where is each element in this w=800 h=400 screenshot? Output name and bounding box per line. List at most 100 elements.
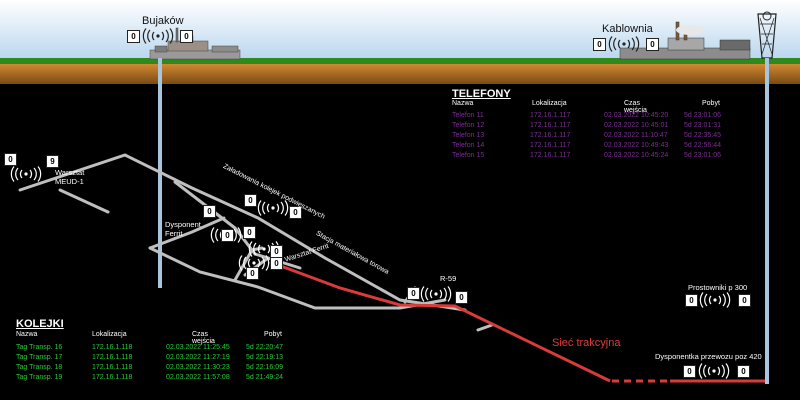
cell-pobyt: 5d 22:19:13 bbox=[246, 354, 283, 361]
wifi-zal-icon bbox=[255, 200, 291, 216]
cell-nazwa: Telefon 15 bbox=[452, 152, 485, 159]
counter-kablownia-left: 0 bbox=[593, 38, 606, 51]
counter-stacja-left: 0 bbox=[221, 229, 234, 242]
counter-disp420-left: 0 bbox=[683, 365, 696, 378]
cell-nazwa: Tag Transp. 18 bbox=[16, 364, 63, 371]
cell-czas: 02.03.2022 11:25:45 bbox=[166, 344, 230, 351]
cell-lokalizacja: 172.16.1.117 bbox=[530, 152, 571, 159]
counter-r59-right: 0 bbox=[455, 291, 468, 304]
kolejki-header-lokalizacja: Lokalizacja bbox=[92, 331, 127, 338]
cell-pobyt: 5d 23:01:06 bbox=[684, 152, 721, 159]
cell-czas: 02.03.2022 10:45:20 bbox=[604, 112, 669, 119]
table-row[interactable]: Telefon 14 172.16.1.117 02.03.2022 10:49… bbox=[452, 142, 752, 152]
cell-pobyt: 5d 22:16:09 bbox=[246, 364, 283, 371]
cell-nazwa: Telefon 12 bbox=[452, 122, 485, 129]
cell-pobyt: 5d 21:49:24 bbox=[246, 374, 283, 381]
cell-czas: 02.03.2022 11:10:47 bbox=[604, 132, 668, 139]
telefony-header-nazwa: Nazwa bbox=[452, 100, 474, 107]
cell-czas: 02.03.2022 10:45:01 bbox=[604, 122, 669, 129]
table-row[interactable]: Telefon 11 172.16.1.117 02.03.2022 10:45… bbox=[452, 112, 752, 122]
cell-pobyt: 5d 22:56:44 bbox=[684, 142, 721, 149]
label-dysponent: Dysponent Ferrit bbox=[165, 220, 201, 238]
table-row[interactable]: Tag Transp. 18 172.16.1.118 02.03.2022 1… bbox=[16, 364, 316, 374]
cell-lokalizacja: 172.16.1.118 bbox=[92, 354, 133, 361]
wifi-r59-icon bbox=[418, 286, 454, 302]
kolejki-header-nazwa: Nazwa bbox=[16, 331, 38, 338]
counter-meud-right: 9 bbox=[46, 155, 59, 168]
counter-kablownia-right: 0 bbox=[646, 38, 659, 51]
telefony-header-pobyt: Pobyt bbox=[702, 100, 720, 107]
wifi-kablownia-icon bbox=[606, 36, 642, 52]
site-kablownia-label: Kablownia bbox=[602, 23, 653, 35]
cell-nazwa: Tag Transp. 19 bbox=[16, 374, 63, 381]
wifi-bujakow-icon bbox=[140, 28, 176, 44]
cell-nazwa: Tag Transp. 17 bbox=[16, 354, 63, 361]
counter-wf-right: 0 bbox=[270, 257, 283, 270]
table-row[interactable]: Tag Transp. 16 172.16.1.118 02.03.2022 1… bbox=[16, 344, 316, 354]
counter-disp420-right: 0 bbox=[737, 365, 750, 378]
counter-zal-left: 0 bbox=[244, 194, 257, 207]
telefony-panel: TELEFONY Nazwa Lokalizacja Czas wejścia … bbox=[452, 88, 721, 159]
counter-dysp-right: 0 bbox=[243, 226, 256, 239]
table-row[interactable]: Telefon 12 172.16.1.117 02.03.2022 10:45… bbox=[452, 122, 752, 132]
label-siec-trakcyjna: Sieć trakcyjna bbox=[552, 337, 621, 349]
cell-pobyt: 5d 22:20:47 bbox=[246, 344, 283, 351]
cell-nazwa: Telefon 11 bbox=[452, 112, 484, 119]
label-warsztat-meud: Warsztat MEUD-1 bbox=[55, 168, 85, 186]
cell-pobyt: 5d 23:01:06 bbox=[684, 112, 721, 119]
telefony-header-czas: Czas wejścia bbox=[624, 100, 647, 114]
counter-bujakow-left: 0 bbox=[127, 30, 140, 43]
traction-network bbox=[269, 260, 765, 383]
wifi-prost-icon bbox=[697, 292, 733, 308]
cell-czas: 02.03.2022 11:27:19 bbox=[166, 354, 230, 361]
cell-lokalizacja: 172.16.1.117 bbox=[530, 142, 571, 149]
counter-prost-left: 0 bbox=[685, 294, 698, 307]
counter-stacja-right: 0 bbox=[270, 245, 283, 258]
kolejki-panel: KOLEJKI Nazwa Lokalizacja Czas wejścia P… bbox=[16, 318, 283, 381]
counter-dysp-left: 0 bbox=[203, 205, 216, 218]
soil bbox=[0, 64, 800, 84]
kolejki-title: KOLEJKI bbox=[16, 318, 64, 330]
cell-czas: 02.03.2022 10:45:24 bbox=[604, 152, 669, 159]
cell-nazwa: Telefon 14 bbox=[452, 142, 485, 149]
factory-kablownia-icon bbox=[619, 11, 777, 60]
kolejki-header-czas: Czas wejścia bbox=[192, 331, 215, 345]
cell-pobyt: 5d 22:35:45 bbox=[684, 132, 721, 139]
cell-pobyt: 5d 23:01:31 bbox=[684, 122, 721, 129]
table-row[interactable]: Telefon 15 172.16.1.117 02.03.2022 10:45… bbox=[452, 152, 752, 162]
cell-lokalizacja: 172.16.1.118 bbox=[92, 374, 133, 381]
kolejki-header-pobyt: Pobyt bbox=[264, 331, 282, 338]
cell-czas: 02.03.2022 11:30:23 bbox=[166, 364, 230, 371]
wifi-disp420-icon bbox=[696, 363, 732, 379]
table-row[interactable]: Tag Transp. 19 172.16.1.118 02.03.2022 1… bbox=[16, 374, 316, 384]
table-row[interactable]: Telefon 13 172.16.1.117 02.03.2022 11:10… bbox=[452, 132, 752, 142]
counter-bujakow-right: 0 bbox=[180, 30, 193, 43]
counter-r59-left: 0 bbox=[407, 287, 420, 300]
grass bbox=[0, 58, 800, 64]
wifi-wf-icon bbox=[236, 255, 272, 271]
cell-nazwa: Tag Transp. 16 bbox=[16, 344, 63, 351]
cell-lokalizacja: 172.16.1.117 bbox=[530, 122, 571, 129]
cell-czas: 02.03.2022 11:57:08 bbox=[166, 374, 230, 381]
wifi-meud-icon bbox=[8, 166, 44, 182]
shaft-kablownia bbox=[765, 58, 769, 384]
label-prostowniki: Prostowniki p 300 bbox=[688, 283, 748, 292]
table-row[interactable]: Tag Transp. 17 172.16.1.118 02.03.2022 1… bbox=[16, 354, 316, 364]
cell-czas: 02.03.2022 10:49:43 bbox=[604, 142, 669, 149]
telefony-title: TELEFONY bbox=[452, 88, 511, 100]
cell-lokalizacja: 172.16.1.118 bbox=[92, 364, 133, 371]
telefony-header-lokalizacja: Lokalizacja bbox=[532, 100, 567, 107]
cell-nazwa: Telefon 13 bbox=[452, 132, 485, 139]
counter-meud-left: 0 bbox=[4, 153, 17, 166]
cell-lokalizacja: 172.16.1.117 bbox=[530, 132, 571, 139]
cell-lokalizacja: 172.16.1.118 bbox=[92, 344, 133, 351]
label-dysponentka: Dysponentka przewozu poz 420 bbox=[655, 352, 762, 361]
site-bujakow-label: Bujaków bbox=[142, 15, 184, 27]
label-r59: R-59 bbox=[440, 274, 457, 283]
counter-prost-right: 0 bbox=[738, 294, 751, 307]
counter-zal-right: 0 bbox=[289, 206, 302, 219]
cell-lokalizacja: 172.16.1.117 bbox=[530, 112, 571, 119]
counter-wf-left: 0 bbox=[246, 267, 259, 280]
